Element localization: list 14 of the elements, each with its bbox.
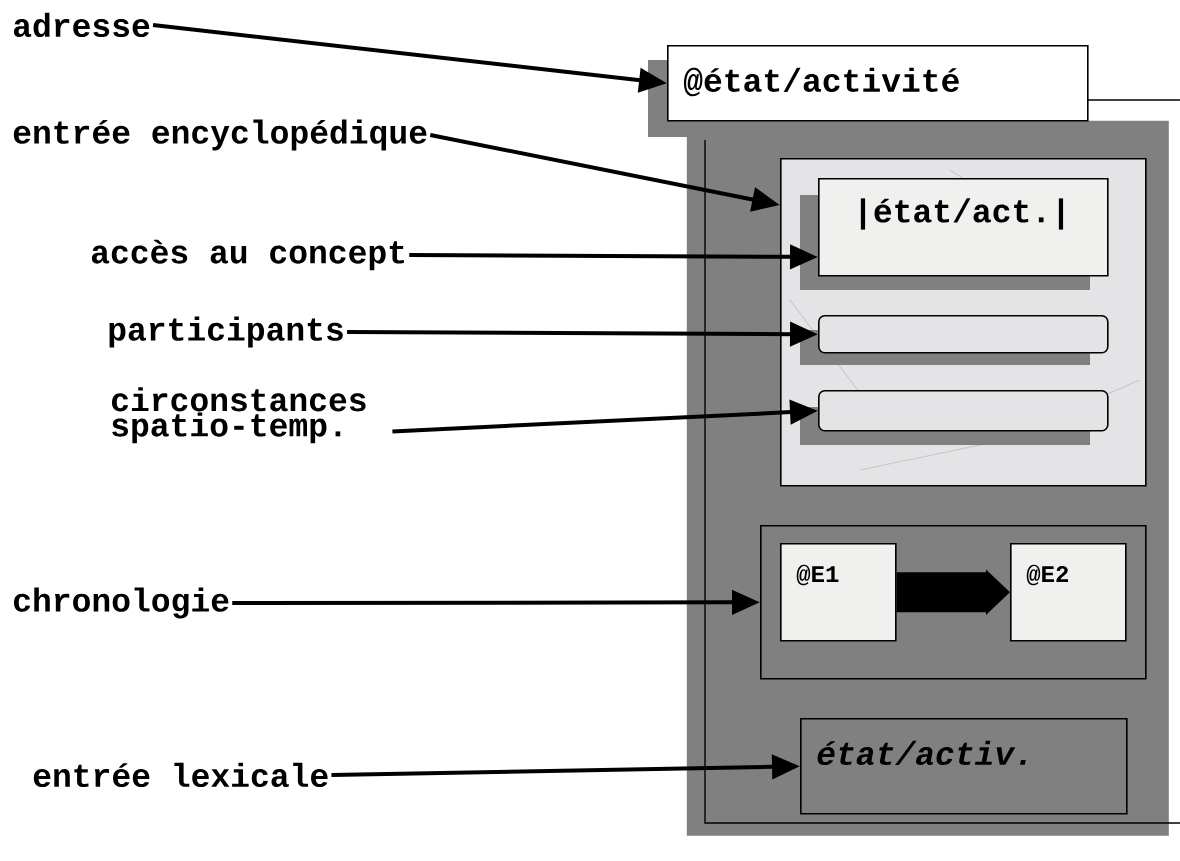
slot-bar [800, 315, 1109, 365]
callout-label: chronologie [14, 587, 229, 619]
callout-label: entrée encyclopédique [13, 119, 427, 151]
concept-box: |état/act.| [800, 178, 1109, 290]
callout-label: participants [109, 316, 343, 348]
address-box: @état/activité [648, 45, 1089, 137]
slot-bar [800, 390, 1109, 445]
callout-label: entrée lexicale [33, 762, 328, 788]
event-box: @E2 [1010, 543, 1127, 642]
event-box: @E1 [780, 543, 897, 642]
callout-label: circonstances spatio-temp. [112, 387, 366, 444]
callout-label: adresse [13, 12, 150, 38]
callout-label: accès au concept [91, 239, 404, 271]
lexical-entry-box: état/activ. [800, 718, 1128, 815]
